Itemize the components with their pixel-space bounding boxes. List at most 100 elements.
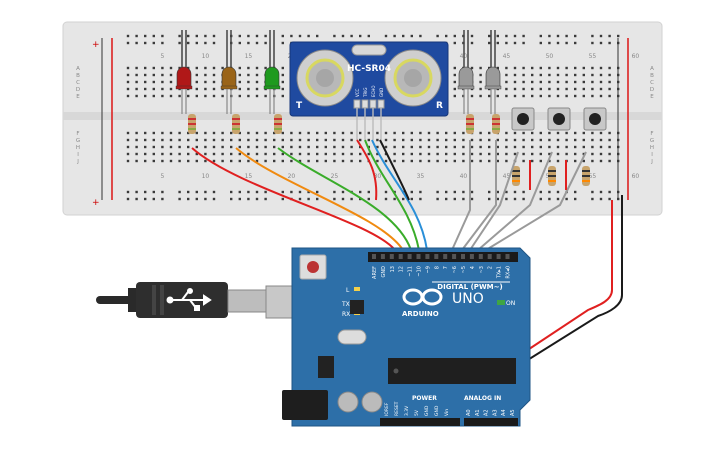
rail-hole bbox=[152, 190, 155, 194]
reset-button[interactable] bbox=[307, 261, 319, 273]
digital-pin-hole[interactable] bbox=[434, 254, 439, 259]
breadboard-hole bbox=[539, 87, 542, 91]
breadboard-hole bbox=[419, 159, 422, 163]
breadboard-hole bbox=[247, 145, 250, 149]
rail-hole bbox=[513, 41, 517, 45]
rail-hole bbox=[238, 197, 241, 201]
breadboard-hole bbox=[152, 159, 155, 163]
digital-pin-hole[interactable] bbox=[416, 254, 421, 259]
row-letter: A bbox=[76, 66, 80, 72]
digital-pin-hole[interactable] bbox=[452, 254, 457, 259]
digital-pin-hole[interactable] bbox=[398, 254, 403, 259]
breadboard-hole bbox=[565, 131, 568, 135]
breadboard-hole bbox=[169, 66, 173, 70]
digital-pin-hole[interactable] bbox=[461, 254, 465, 259]
analog-label: ANALOG IN bbox=[464, 395, 501, 402]
digital-pin-label: ~11 bbox=[408, 266, 414, 277]
breadboard-hole bbox=[238, 152, 241, 156]
pushbutton-3[interactable] bbox=[583, 107, 607, 131]
breadboard-hole bbox=[548, 131, 551, 135]
breadboard-hole bbox=[204, 73, 207, 77]
breadboard-hole bbox=[212, 80, 216, 84]
breadboard-hole bbox=[453, 131, 456, 135]
rail-hole bbox=[513, 34, 517, 38]
breadboard-hole bbox=[307, 159, 310, 163]
rail-hole bbox=[341, 197, 345, 201]
breadboard-hole bbox=[522, 131, 525, 135]
breadboard-hole bbox=[238, 138, 241, 142]
pushbutton-1[interactable] bbox=[511, 107, 535, 131]
breadboard-hole bbox=[531, 138, 534, 142]
breadboard-hole bbox=[316, 152, 319, 156]
breadboard-hole bbox=[273, 131, 276, 135]
digital-pin-label: GND bbox=[381, 266, 387, 278]
analog-pin-label: A5 bbox=[510, 409, 516, 416]
breadboard-hole bbox=[169, 80, 173, 84]
digital-pin-hole[interactable] bbox=[496, 254, 501, 259]
breadboard-hole bbox=[195, 80, 198, 84]
breadboard-hole bbox=[195, 138, 198, 142]
breadboard-hole bbox=[152, 138, 155, 142]
digital-pin-hole[interactable] bbox=[389, 254, 394, 259]
column-number: 5 bbox=[160, 173, 164, 180]
wire-red-rail bbox=[424, 200, 613, 419]
pushbutton-2[interactable] bbox=[547, 107, 571, 131]
digital-pin-hole[interactable] bbox=[425, 254, 430, 259]
breadboard-hole bbox=[367, 131, 370, 135]
digital-pin-hole[interactable] bbox=[443, 254, 448, 259]
analog-pin-label: A3 bbox=[492, 409, 498, 416]
breadboard-hole bbox=[298, 138, 302, 142]
digital-pin-hole[interactable] bbox=[487, 254, 492, 259]
breadboard-hole bbox=[316, 159, 319, 163]
rail-hole bbox=[187, 197, 190, 201]
breadboard-hole bbox=[298, 145, 302, 149]
breadboard-hole bbox=[488, 145, 491, 149]
rail-hole bbox=[419, 34, 422, 38]
breadboard-hole bbox=[290, 131, 293, 135]
breadboard-hole bbox=[453, 94, 456, 98]
breadboard-hole bbox=[522, 80, 525, 84]
breadboard-hole bbox=[238, 87, 241, 91]
digital-pin-label: 4 bbox=[470, 266, 476, 269]
digital-pin-hole[interactable] bbox=[380, 254, 385, 259]
digital-pin-hole[interactable] bbox=[407, 254, 412, 259]
breadboard-hole bbox=[195, 145, 198, 149]
breadboard-hole bbox=[522, 159, 525, 163]
breadboard-hole bbox=[126, 94, 130, 98]
breadboard-hole bbox=[462, 145, 465, 149]
breadboard-hole bbox=[169, 145, 173, 149]
breadboard-hole bbox=[539, 131, 542, 135]
column-number: 50 bbox=[546, 53, 554, 60]
rail-hole bbox=[264, 197, 267, 201]
rail-hole bbox=[548, 190, 551, 194]
breadboard-hole bbox=[255, 152, 259, 156]
rail-hole bbox=[470, 197, 474, 201]
breadboard-hole bbox=[608, 80, 611, 84]
row-letter: F bbox=[76, 131, 79, 137]
digital-pin-hole[interactable] bbox=[505, 254, 510, 259]
rail-hole bbox=[462, 190, 465, 194]
digital-pin-hole[interactable] bbox=[478, 254, 483, 259]
rail-hole bbox=[307, 197, 310, 201]
breadboard-hole bbox=[591, 80, 594, 84]
column-number: 60 bbox=[632, 53, 640, 60]
digital-pin-hole[interactable] bbox=[372, 254, 376, 259]
breadboard-hole bbox=[307, 145, 310, 149]
breadboard-hole bbox=[548, 94, 551, 98]
breadboard-hole bbox=[341, 138, 345, 142]
breadboard-hole bbox=[591, 94, 594, 98]
rail-hole bbox=[341, 190, 345, 194]
analog-header bbox=[464, 418, 518, 426]
rail-hole bbox=[238, 41, 241, 45]
breadboard-hole bbox=[178, 131, 181, 135]
breadboard-hole bbox=[195, 159, 198, 163]
breadboard-hole bbox=[144, 159, 147, 163]
rail-hole bbox=[591, 197, 594, 201]
breadboard-hole bbox=[204, 94, 207, 98]
rail-hole bbox=[281, 197, 284, 201]
wire-gray-3 bbox=[469, 151, 519, 251]
column-number: 30 bbox=[374, 173, 382, 180]
digital-pin-hole[interactable] bbox=[469, 254, 474, 259]
sensor-pin-gnd bbox=[377, 99, 385, 109]
